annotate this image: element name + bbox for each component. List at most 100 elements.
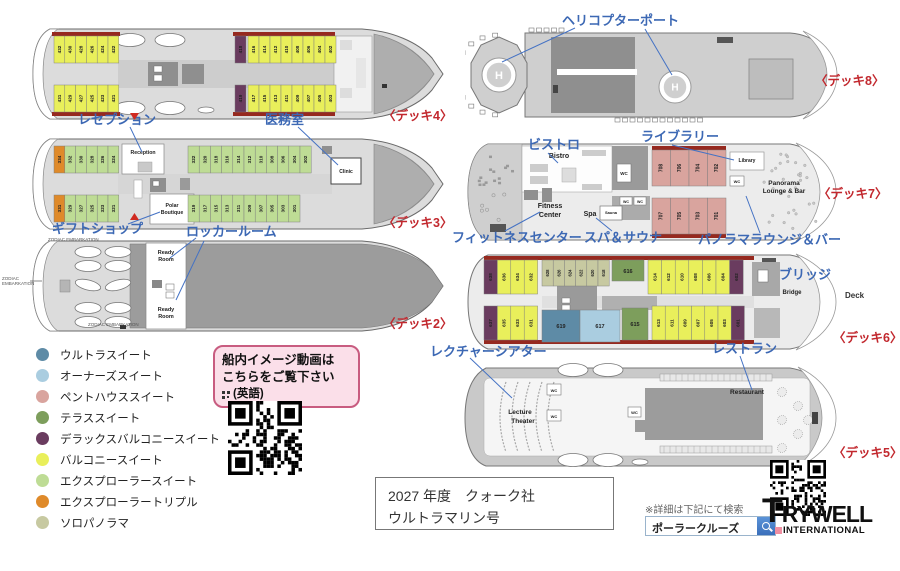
cabin-301 xyxy=(288,194,301,223)
cabin-632 xyxy=(523,259,538,295)
svg-text:614: 614 xyxy=(652,273,657,281)
deck4-label: 〈デッキ4〉 xyxy=(383,109,453,123)
svg-text:430: 430 xyxy=(68,45,73,53)
legend-color-swatch xyxy=(36,390,49,403)
legend-color-swatch xyxy=(36,495,49,508)
search-qr-code xyxy=(770,460,826,516)
callout-panorama: パノラマラウンジ＆バー xyxy=(698,232,842,247)
svg-text:419: 419 xyxy=(238,94,243,102)
svg-text:633: 633 xyxy=(515,319,520,327)
svg-text:312: 312 xyxy=(247,155,252,163)
svg-text:702: 702 xyxy=(714,164,720,173)
svg-text:416: 416 xyxy=(251,45,256,53)
trywell-logo-sub: INTERNATIONAL xyxy=(783,525,866,536)
cabin-324 xyxy=(107,145,120,174)
title-line2: ウルトラマリン号 xyxy=(388,510,500,527)
svg-text:Reception: Reception xyxy=(130,150,155,156)
svg-text:606: 606 xyxy=(707,273,712,281)
helipad-icon: H xyxy=(481,57,517,93)
legend-label: ソロパノラマ xyxy=(60,517,129,530)
svg-text:608: 608 xyxy=(693,273,698,281)
title-line1: 2027 年度 クォーク社 xyxy=(388,488,536,504)
legend-color-swatch xyxy=(36,516,49,529)
svg-text:Lounge & Bar: Lounge & Bar xyxy=(763,188,806,195)
svg-text:421: 421 xyxy=(111,94,116,102)
svg-text:405: 405 xyxy=(317,94,322,102)
cabin-422 xyxy=(107,35,120,64)
legend-color-swatch xyxy=(36,411,49,424)
video-box-language: (英語) xyxy=(233,387,264,400)
svg-text:329: 329 xyxy=(68,204,73,212)
svg-text:309: 309 xyxy=(247,204,252,212)
svg-text:Room: Room xyxy=(158,314,174,320)
svg-text:331: 331 xyxy=(57,204,62,212)
svg-text:609: 609 xyxy=(683,319,688,327)
svg-text:624: 624 xyxy=(568,269,573,277)
search-input[interactable]: ポーラークルーズ xyxy=(652,523,740,535)
svg-text:Clinic: Clinic xyxy=(339,169,353,175)
search-button[interactable] xyxy=(757,517,775,535)
svg-text:637: 637 xyxy=(488,319,493,327)
svg-text:WC: WC xyxy=(551,414,558,419)
legend-item-triple: エクスプローラートリプル xyxy=(36,491,220,512)
legend-item-balcony: バルコニースイート xyxy=(36,449,220,470)
svg-text:636: 636 xyxy=(502,273,507,281)
svg-text:423: 423 xyxy=(100,94,105,102)
svg-text:618: 618 xyxy=(601,269,606,277)
svg-text:417: 417 xyxy=(251,94,256,102)
svg-text:707: 707 xyxy=(658,212,664,221)
svg-text:323: 323 xyxy=(100,204,105,212)
legend-item-explorer: エクスプローラースイート xyxy=(36,470,220,491)
svg-text:703: 703 xyxy=(695,212,701,221)
svg-text:406: 406 xyxy=(306,45,311,53)
svg-text:Restaurant: Restaurant xyxy=(730,389,765,396)
legend-item-solo: ソロパノラマ xyxy=(36,512,220,533)
svg-text:628: 628 xyxy=(545,269,550,277)
svg-text:701: 701 xyxy=(714,212,720,221)
svg-text:321: 321 xyxy=(111,204,116,212)
svg-text:418: 418 xyxy=(238,45,243,53)
title-box: 2027 年度 クォーク社 ウルトラマリン号 xyxy=(375,477,614,530)
svg-text:318: 318 xyxy=(214,155,219,163)
svg-text:613: 613 xyxy=(656,319,661,327)
svg-text:Sauna: Sauna xyxy=(605,210,618,215)
callout-library: ライブラリー xyxy=(641,129,720,144)
zodiac-embarkation-label: ZODIAC EMBARKATION xyxy=(48,237,99,242)
svg-text:607: 607 xyxy=(696,319,701,327)
svg-text:605: 605 xyxy=(709,319,714,327)
cabin-601 xyxy=(730,305,745,341)
callout-bridge: ブリッジ xyxy=(779,267,832,282)
svg-text:330: 330 xyxy=(79,155,84,163)
deck5-label: 〈デッキ5〉 xyxy=(833,446,900,460)
video-qr-code xyxy=(228,401,302,475)
deck2-label: 〈デッキ2〉 xyxy=(383,317,453,331)
svg-text:407: 407 xyxy=(306,94,311,102)
svg-text:Fitness: Fitness xyxy=(538,203,563,210)
svg-text:314: 314 xyxy=(236,155,241,163)
svg-text:Room: Room xyxy=(158,257,174,263)
legend-label: デラックスバルコニースイート xyxy=(60,433,220,446)
svg-text:327: 327 xyxy=(79,204,84,212)
svg-text:301: 301 xyxy=(292,204,297,212)
callout-gift-shop: ギフトショップ xyxy=(52,221,144,236)
search-box[interactable]: ポーラークルーズ xyxy=(645,516,776,536)
logo-square-icon xyxy=(775,527,782,534)
svg-text:638: 638 xyxy=(488,273,493,281)
cabin-602 xyxy=(729,259,744,295)
svg-text:326: 326 xyxy=(100,155,105,163)
svg-text:311: 311 xyxy=(236,204,241,212)
svg-text:409: 409 xyxy=(295,94,300,102)
svg-text:Bistro: Bistro xyxy=(549,153,569,160)
legend: ウルトラスイートオーナーズスイートペントハウススイートテラススイートデラックスバ… xyxy=(36,344,220,533)
svg-text:626: 626 xyxy=(556,269,561,277)
svg-text:617: 617 xyxy=(595,324,604,330)
svg-text:615: 615 xyxy=(630,322,639,328)
svg-text:631: 631 xyxy=(528,319,533,327)
svg-text:424: 424 xyxy=(100,45,105,53)
